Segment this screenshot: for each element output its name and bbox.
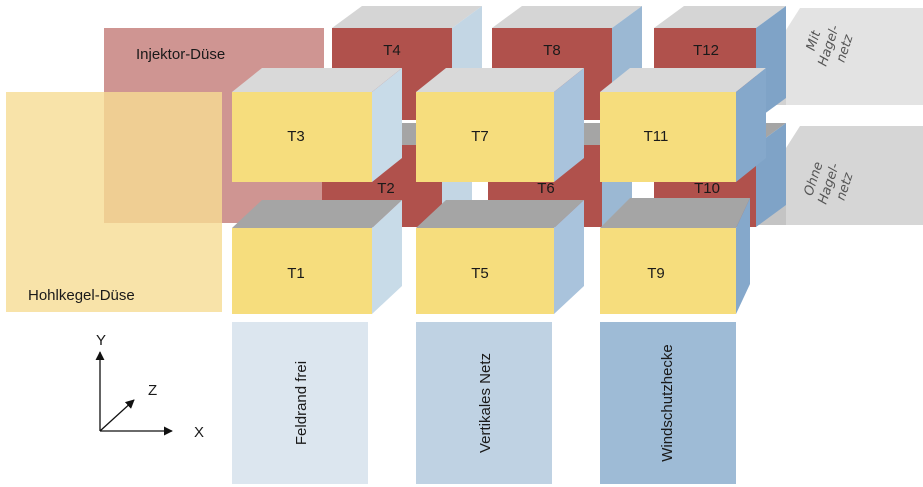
edge-vertikal-label: Vertikales Netz (477, 353, 494, 453)
cube-t7: T7 (416, 68, 584, 182)
z-axis-arrow (99, 399, 135, 432)
cube-t5: T5 (416, 200, 584, 314)
hail-net-with-line1: Mit (804, 28, 825, 52)
treatment-t7: T7 (471, 128, 489, 145)
treatment-t6: T6 (537, 180, 555, 197)
nozzle-injektor-label: Injektor-Düse (136, 46, 225, 63)
treatment-t4: T4 (383, 42, 401, 59)
edge-feldrand-panel: Feldrand frei (232, 322, 368, 484)
nozzle-hohlkegel-label: Hohlkegel-Düse (28, 287, 135, 304)
y-axis-label: Y (96, 332, 106, 349)
x-axis-label: X (194, 424, 204, 441)
treatment-t11: T11 (644, 128, 669, 145)
cube-t9: T9 (600, 198, 750, 314)
treatment-t3: T3 (287, 128, 305, 145)
hohlkegel-band: Hohlkegel-Düse (6, 92, 222, 312)
treatment-t8: T8 (543, 42, 561, 59)
edge-hecke-label: Windschutzhecke (659, 344, 676, 462)
cube-t11: T11 (600, 68, 766, 182)
treatment-t2: T2 (377, 180, 395, 197)
axes: Y X Z (95, 332, 204, 441)
z-axis-label: Z (148, 382, 157, 399)
cube-t3: T3 (232, 68, 402, 182)
cube-t1: T1 (232, 200, 402, 314)
treatment-t1: T1 (287, 265, 305, 282)
treatment-t12: T12 (693, 42, 719, 59)
svg-text:Mit Hagel- netz: Mit Hagel- netz (800, 15, 859, 74)
edge-hecke-panel: Windschutzhecke (600, 322, 736, 484)
edge-feldrand-label: Feldrand frei (293, 361, 310, 445)
treatment-t10: T10 (694, 180, 720, 197)
treatment-t5: T5 (471, 265, 489, 282)
treatment-t9: T9 (647, 265, 665, 282)
edge-vertikal-panel: Vertikales Netz (416, 322, 552, 484)
